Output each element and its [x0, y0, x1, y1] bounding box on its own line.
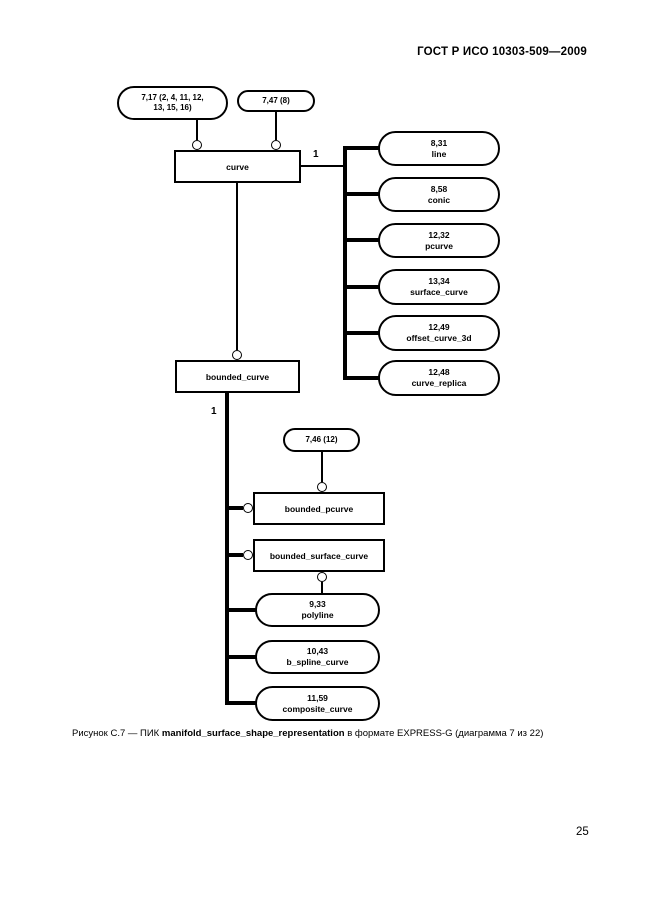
ref-number: 12,48: [428, 367, 450, 378]
entity-label: bounded_curve: [205, 371, 270, 382]
line-ref-multi-to-curve: [196, 119, 198, 140]
line-ref-to-bounded-pcurve: [321, 452, 323, 482]
entity-name: curve_replica: [411, 378, 467, 388]
entity-label: bounded_pcurve: [284, 503, 354, 514]
entity-box-bounded-pcurve: bounded_pcurve: [253, 492, 385, 525]
caption-prefix: Рисунок С.7 — ПИК: [72, 728, 162, 739]
ref-oval-b-spline-curve: 10,43 b_spline_curve: [255, 640, 380, 674]
ref-number: 8,31: [430, 137, 448, 148]
branch-bounded-surface-curve: [229, 553, 243, 557]
caption-suffix: в формате EXPRESS-G (диаграмма 7 из 22): [344, 728, 544, 739]
entity-box-curve: curve: [174, 150, 301, 183]
page-ref-oval-curve-multi: 7,17 (2, 4, 11, 12, 13, 15, 16): [117, 86, 228, 120]
connector-circle: [243, 550, 253, 560]
subtype-tree-trunk-right: [343, 146, 347, 380]
ref-oval-offset-curve-3d: 12,49 offset_curve_3d: [378, 315, 500, 351]
ref-number: 13,34: [428, 276, 450, 287]
line-ref-single-to-curve: [275, 111, 277, 140]
page-ref-oval-curve-single: 7,47 (8): [237, 90, 315, 112]
page-ref-oval-bounded-pcurve: 7,46 (12): [283, 428, 360, 452]
subtype-tree-trunk-down: [225, 393, 229, 705]
cardinality-label: 1: [313, 149, 319, 160]
connector-circle: [192, 140, 202, 150]
connector-circle: [317, 482, 327, 492]
line-bsc-to-polyline: [321, 582, 323, 593]
entity-name: offset_curve_3d: [406, 333, 472, 343]
branch-b-spline-curve: [225, 655, 259, 659]
branch-pcurve: [345, 238, 380, 242]
entity-label: curve: [226, 161, 249, 172]
ref-oval-line: 8,31 line: [378, 131, 500, 166]
ref-number: 12,32: [428, 229, 450, 240]
line-curve-to-subtype-tree: [301, 165, 345, 167]
ref-oval-composite-curve: 11,59 composite_curve: [255, 686, 380, 721]
connector-circle: [232, 350, 242, 360]
branch-offset-curve-3d: [345, 331, 380, 335]
cardinality-label: 1: [211, 406, 217, 417]
entity-name: line: [431, 148, 447, 159]
entity-name: surface_curve: [410, 287, 468, 297]
branch-polyline: [225, 608, 259, 612]
ref-number: 11,59: [307, 692, 328, 703]
branch-composite-curve: [225, 701, 259, 705]
entity-name: composite_curve: [282, 703, 353, 714]
line-curve-to-bounded-curve: [236, 183, 238, 350]
entity-name: polyline: [301, 610, 334, 620]
entity-label: bounded_surface_curve: [269, 550, 369, 561]
branch-curve-replica: [345, 376, 380, 380]
connector-circle: [243, 503, 253, 513]
entity-name: b_spline_curve: [286, 657, 349, 667]
branch-bounded-pcurve: [229, 506, 243, 510]
ref-oval-surface-curve: 13,34 surface_curve: [378, 269, 500, 305]
figure-caption: Рисунок С.7 — ПИК manifold_surface_shape…: [72, 728, 602, 740]
branch-surface-curve: [345, 285, 380, 289]
entity-box-bounded-curve: bounded_curve: [175, 360, 300, 393]
caption-entity-name: manifold_surface_shape_representation: [161, 728, 345, 739]
entity-box-bounded-surface-curve: bounded_surface_curve: [253, 539, 385, 572]
ref-number: 8,58: [430, 183, 448, 194]
entity-name: pcurve: [425, 240, 453, 251]
ref-oval-pcurve: 12,32 pcurve: [378, 223, 500, 258]
ref-oval-curve-replica: 12,48 curve_replica: [378, 360, 500, 396]
document-header: ГОСТ Р ИСО 10303-509—2009: [417, 46, 587, 58]
branch-line: [345, 146, 380, 150]
branch-conic: [345, 192, 380, 196]
ref-number: 10,43: [306, 646, 329, 657]
connector-circle: [317, 572, 327, 582]
ref-oval-polyline: 9,33 polyline: [255, 593, 380, 627]
ref-oval-conic: 8,58 conic: [378, 177, 500, 212]
page-number: 25: [576, 826, 589, 838]
entity-name: conic: [427, 194, 451, 205]
connector-circle: [271, 140, 281, 150]
ref-number: 12,49: [428, 322, 450, 333]
ref-number: 9,33: [309, 599, 326, 610]
